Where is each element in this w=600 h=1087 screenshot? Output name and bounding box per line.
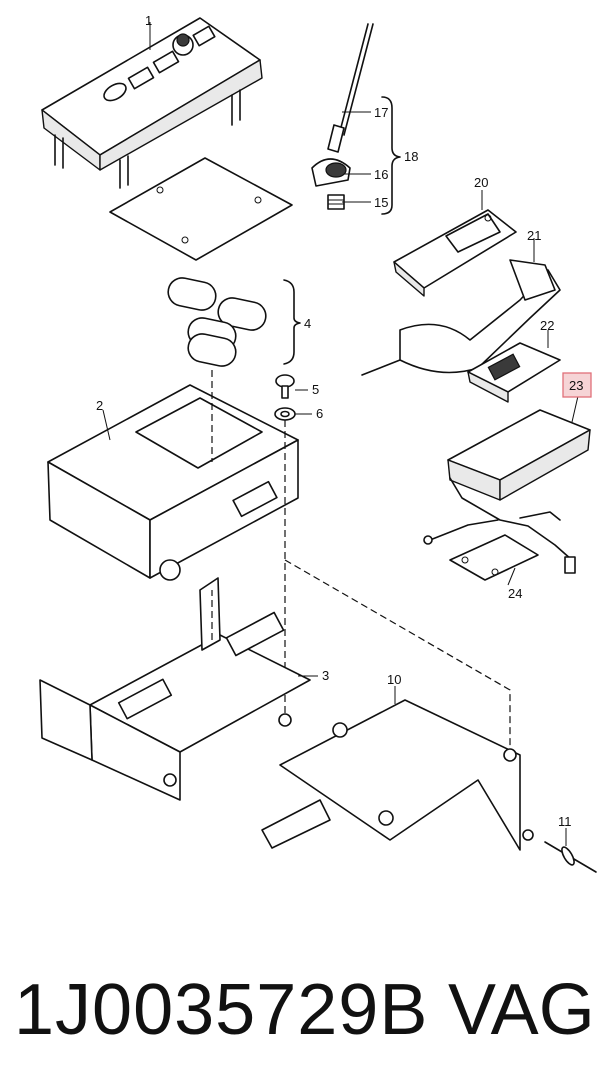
- exploded-parts-diagram: 1 2 3 4 5 6 10 11 15 16 17 18 20 21 22 2…: [39, 13, 597, 873]
- part-15-antenna-nut: [327, 194, 345, 210]
- callout-5: 5: [312, 382, 319, 397]
- footer: 1J0035729B VAG: [0, 955, 600, 1065]
- callout-23-highlight: [562, 372, 592, 398]
- diagram-canvas: 1 2 3 4 5 6 10 11 15 16 17 18 20 21 22 2…: [39, 13, 597, 873]
- part-2-main-unit: [47, 370, 299, 720]
- callout-21: 21: [527, 228, 541, 243]
- callout-3: 3: [322, 668, 329, 683]
- part-3-mounting-bracket: [39, 577, 311, 801]
- callout-10: 10: [387, 672, 401, 687]
- part-10-carrier-plate: [261, 699, 534, 851]
- part-4-battery-cells: [167, 277, 301, 367]
- callout-18: 18: [404, 149, 418, 164]
- callout-15: 15: [374, 195, 388, 210]
- callout-17: 17: [374, 105, 388, 120]
- part-20-handset: [393, 209, 517, 297]
- part-21-cradle: [361, 259, 561, 376]
- callout-11: 11: [558, 814, 572, 829]
- brand-name: VAG: [448, 970, 595, 1050]
- part-11-rivet: [544, 841, 597, 873]
- callout-20: 20: [474, 175, 488, 190]
- part-16-antenna-base: [311, 158, 351, 187]
- part-5-screw: [275, 374, 295, 399]
- part-1-control-panel: [41, 17, 263, 189]
- callout-1: 1: [145, 13, 152, 28]
- part-23-module: [447, 409, 591, 501]
- callout-22: 22: [540, 318, 554, 333]
- part-22-holder: [467, 342, 561, 403]
- callout-4: 4: [304, 316, 311, 331]
- panel-gasket: [109, 157, 293, 261]
- leader-lines: [102, 26, 579, 846]
- part-17-antenna: [327, 23, 374, 153]
- callout-2: 2: [96, 398, 103, 413]
- callout-6: 6: [316, 406, 323, 421]
- callout-24: 24: [508, 586, 522, 601]
- part-number: 1J0035729B: [14, 970, 429, 1050]
- callout-labels: 1 2 3 4 5 6 10 11 15 16 17 18 20 21 22 2…: [96, 13, 592, 829]
- callout-23: 23: [569, 378, 583, 393]
- part-24-cable-harness: [423, 477, 576, 581]
- part-6-washer: [274, 407, 296, 421]
- callout-16: 16: [374, 167, 388, 182]
